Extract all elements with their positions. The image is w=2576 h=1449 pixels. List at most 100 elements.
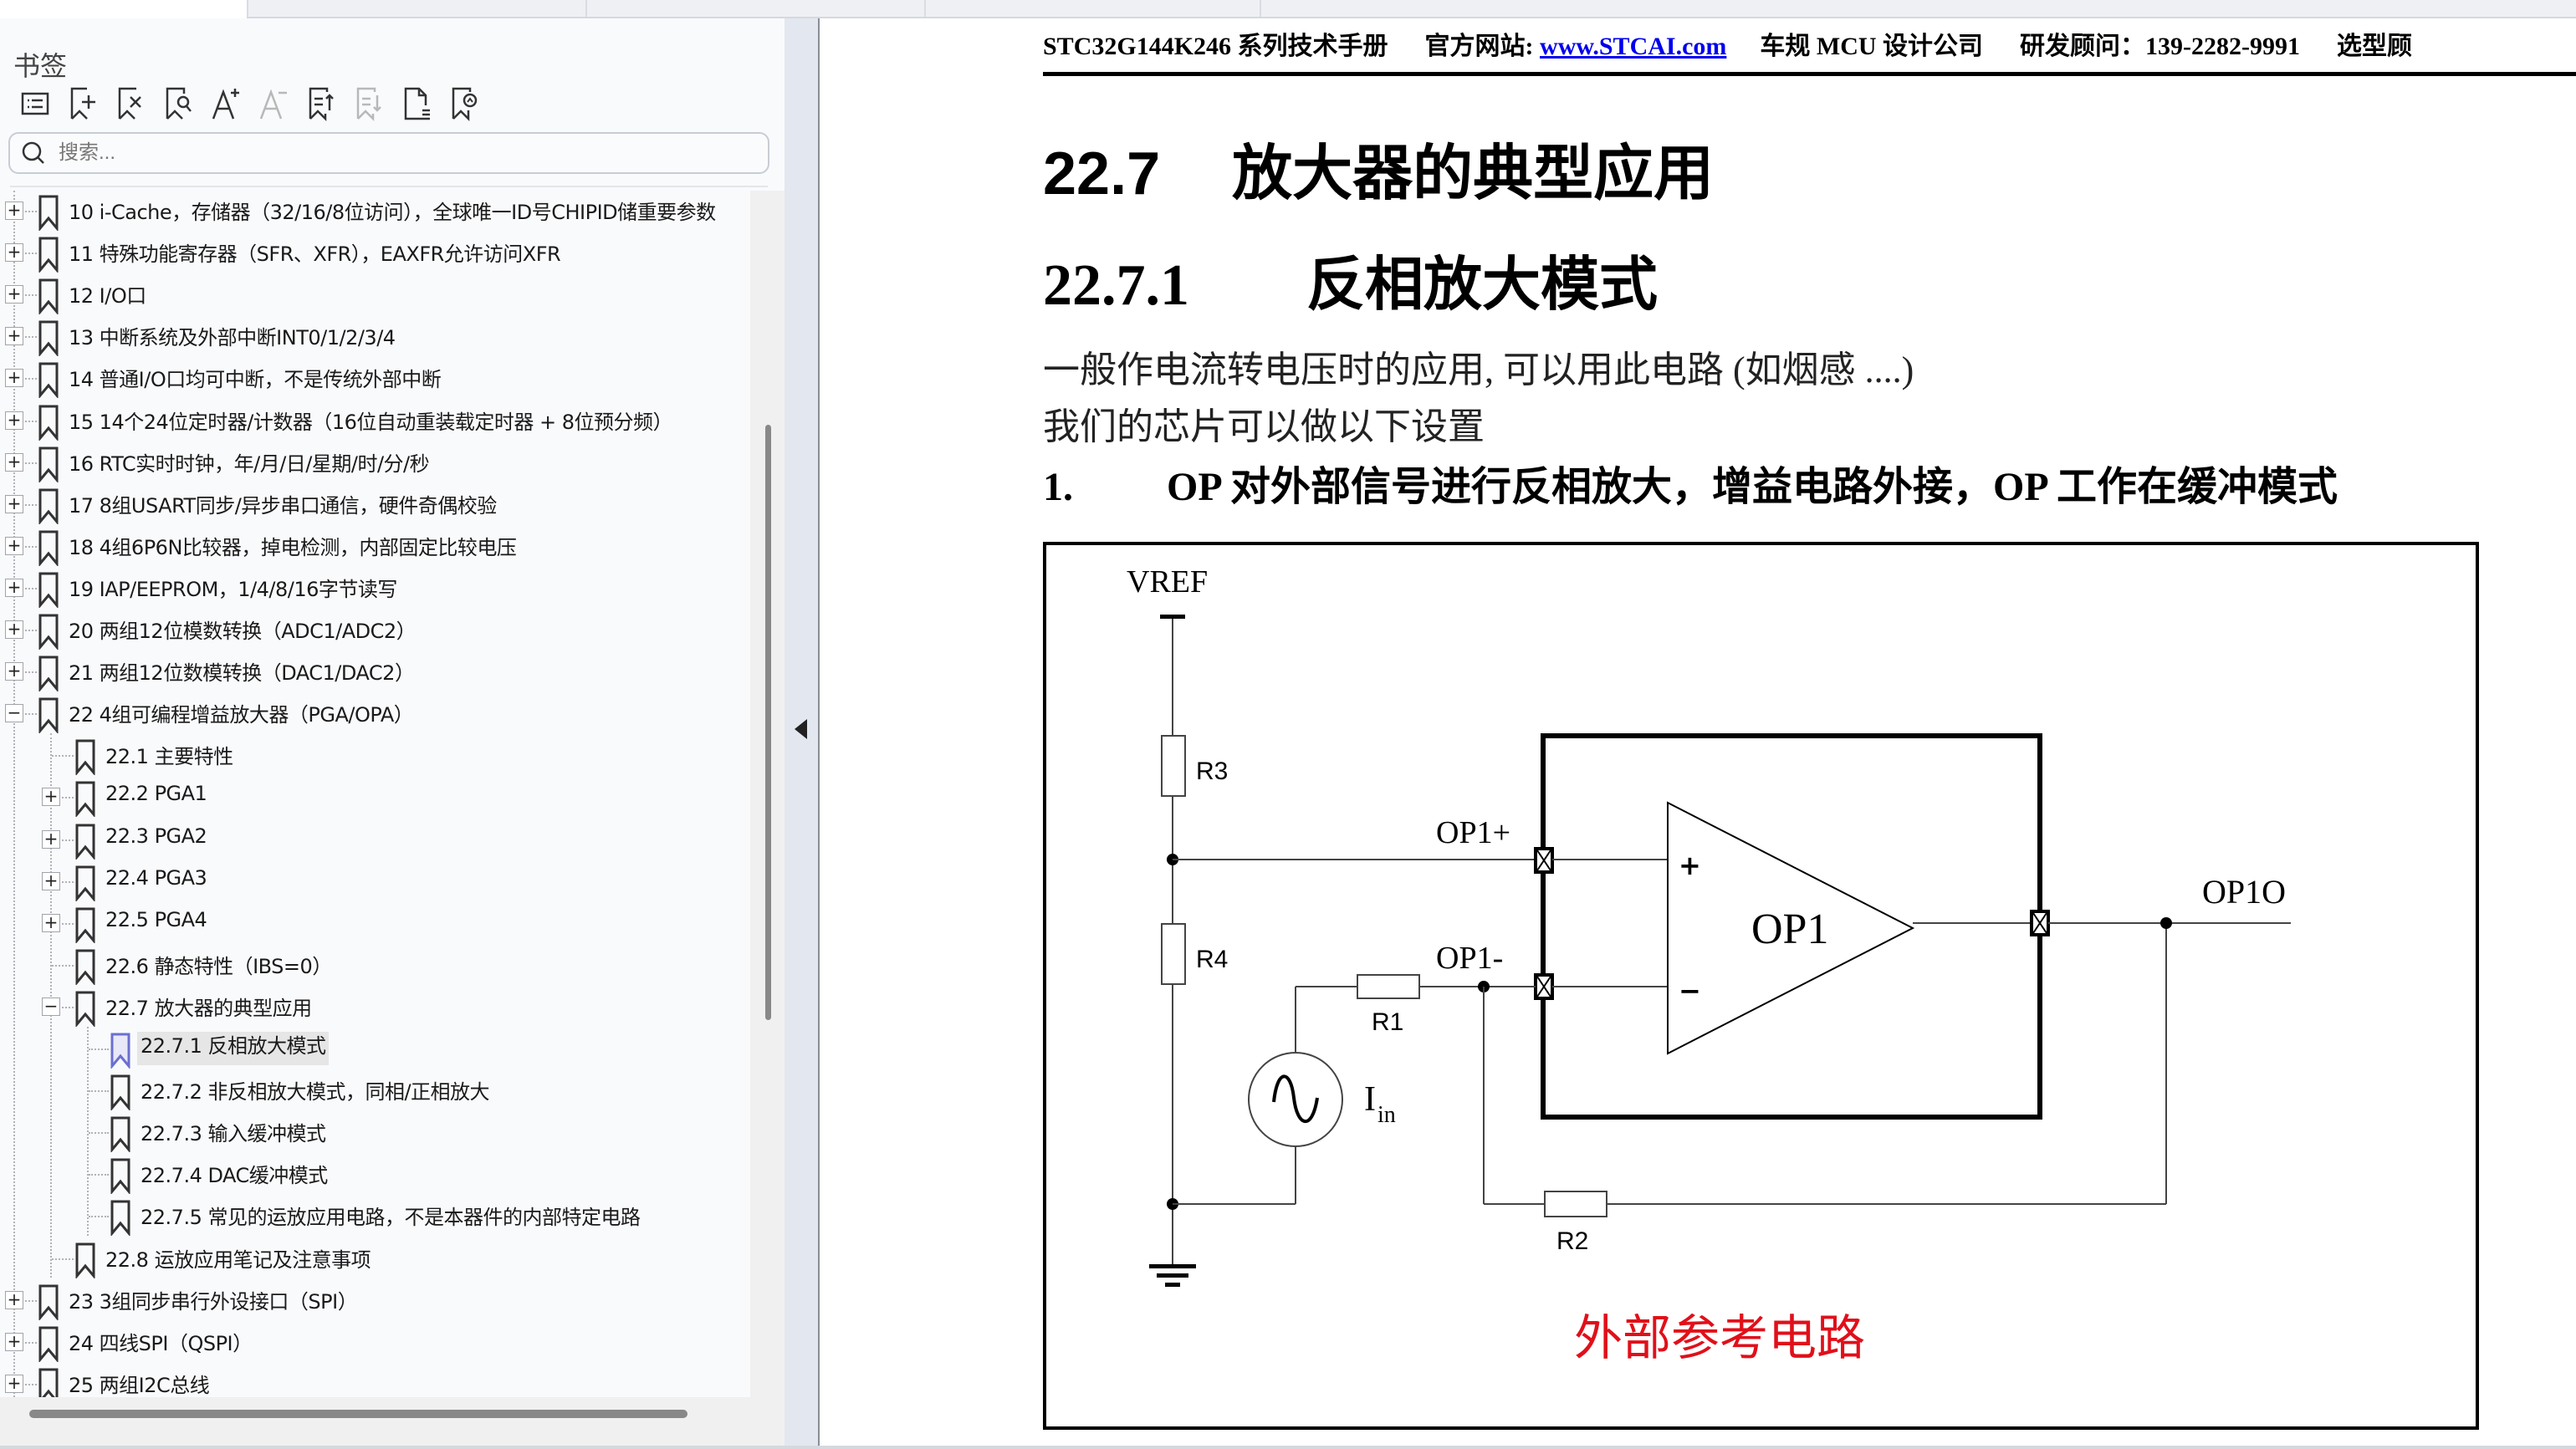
bookmark-tree-item[interactable]: −22 4组可编程增益放大器（PGA/OPA） bbox=[0, 693, 750, 735]
tree-connector-line bbox=[15, 294, 37, 297]
expand-toggle-icon[interactable]: + bbox=[5, 1290, 23, 1309]
bookmark-tree-horizontal-scrollbar[interactable] bbox=[0, 1397, 785, 1449]
window-bottom-border bbox=[0, 1446, 2576, 1449]
expand-toggle-icon[interactable]: + bbox=[42, 788, 60, 807]
expand-toggle-icon[interactable]: + bbox=[5, 662, 23, 681]
expand-toggle-icon[interactable]: + bbox=[42, 913, 60, 932]
tab-4[interactable] bbox=[1260, 0, 1594, 17]
expand-toggle-icon[interactable]: + bbox=[5, 1332, 23, 1351]
move-up-button[interactable] bbox=[298, 84, 345, 124]
list-icon bbox=[21, 92, 49, 115]
expand-toggle-icon[interactable]: + bbox=[5, 536, 23, 555]
bookmark-tree-item[interactable]: +22.5 PGA4 bbox=[0, 903, 750, 945]
find-bookmark-button[interactable] bbox=[155, 84, 202, 124]
bookmark-tree-item[interactable]: −22.7 放大器的典型应用 bbox=[0, 987, 750, 1028]
bookmark-icon bbox=[38, 237, 59, 273]
bookmark-tree-item[interactable]: +25 两组I2C总线 bbox=[0, 1364, 750, 1397]
expand-toggle-icon[interactable]: + bbox=[5, 494, 23, 513]
opamp-triangle-icon bbox=[1667, 801, 1915, 1055]
vref-label: VREF bbox=[1127, 564, 1208, 599]
bookmark-search-input[interactable] bbox=[59, 141, 744, 165]
bookmark-label: 22.7.3 输入缓冲模式 bbox=[141, 1122, 326, 1146]
bookmark-icon bbox=[75, 865, 95, 901]
bookmark-tree-item[interactable]: +10 i-Cache，存储器（32/16/8位访问），全球唯一ID号CHIPI… bbox=[0, 191, 750, 232]
expand-toggle-icon[interactable]: + bbox=[5, 327, 23, 346]
bookmark-label: 12 I/O口 bbox=[69, 284, 146, 309]
bookmark-toolbar bbox=[12, 84, 488, 124]
bookmark-tree-item[interactable]: 22.7.2 非反相放大模式，同相/正相放大 bbox=[0, 1070, 750, 1112]
expand-toggle-icon[interactable]: + bbox=[42, 871, 60, 890]
expand-toggle-icon[interactable]: + bbox=[5, 369, 23, 388]
tree-connector-line bbox=[15, 1383, 37, 1385]
bookmark-tree-item[interactable]: 22.7.5 常见的运放应用电路，不是本器件的内部特定电路 bbox=[0, 1196, 750, 1237]
bookmark-tree-item[interactable]: +23 3组同步串行外设接口（SPI） bbox=[0, 1280, 750, 1322]
bookmark-tree-item[interactable]: 22.6 静态特性（IBS=0） bbox=[0, 945, 750, 987]
expand-toggle-icon[interactable]: + bbox=[5, 578, 23, 597]
bookmark-tree-vertical-scrollbar[interactable] bbox=[750, 191, 785, 1397]
expand-toggle-icon[interactable]: + bbox=[5, 620, 23, 639]
bookmark-tree-item[interactable]: +14 普通I/O口均可中断，不是传统外部中断 bbox=[0, 358, 750, 400]
collapse-panel-button[interactable] bbox=[785, 18, 820, 1449]
svg-text:OP1O: OP1O bbox=[2202, 873, 2286, 911]
font-decrease-button[interactable] bbox=[250, 84, 298, 124]
bookmark-tree-item[interactable]: +16 RTC实时时钟，年/月/日/星期/时/分/秒 bbox=[0, 442, 750, 484]
collapse-toggle-icon[interactable]: − bbox=[5, 704, 23, 723]
bookmark-tree-item[interactable]: +11 特殊功能寄存器（SFR、XFR），EAXFR允许访问XFR bbox=[0, 232, 750, 274]
tab-2[interactable] bbox=[585, 0, 924, 17]
bookmark-tree-item[interactable]: +19 IAP/EEPROM，1/4/8/16字节读写 bbox=[0, 568, 750, 610]
expand-toggle-icon[interactable]: + bbox=[5, 411, 23, 430]
bookmark-add-icon bbox=[70, 87, 95, 120]
move-down-button[interactable] bbox=[345, 84, 393, 124]
bookmark-tree-item[interactable]: +13 中断系统及外部中断INT0/1/2/3/4 bbox=[0, 316, 750, 358]
expand-toggle-icon[interactable]: + bbox=[5, 285, 23, 304]
bookmark-tree-item[interactable]: +21 两组12位数模转换（DAC1/DAC2） bbox=[0, 651, 750, 693]
bookmark-tree-item[interactable]: 22.7.3 输入缓冲模式 bbox=[0, 1112, 750, 1154]
bookmark-tree-item[interactable]: +15 14个24位定时器/计数器（16位自动重装载定时器 + 8位预分频） bbox=[0, 401, 750, 442]
bookmark-icon bbox=[75, 739, 95, 776]
bookmark-label: 22.7.5 常见的运放应用电路，不是本器件的内部特定电路 bbox=[141, 1206, 641, 1230]
bookmark-tree-item[interactable]: 22.1 主要特性 bbox=[0, 735, 750, 777]
font-decrease-icon bbox=[259, 89, 287, 120]
ground-icon bbox=[1149, 1264, 1196, 1268]
expand-toggle-icon[interactable]: + bbox=[5, 202, 23, 220]
bookmark-tree-item[interactable]: +22.2 PGA1 bbox=[0, 777, 750, 819]
header-site-link[interactable]: www.STCAI.com bbox=[1540, 33, 1727, 60]
vertical-scroll-thumb[interactable] bbox=[765, 425, 771, 1020]
expand-toggle-icon[interactable]: + bbox=[5, 243, 23, 263]
expand-toggle-icon[interactable]: + bbox=[42, 829, 60, 849]
bookmark-tree-item[interactable]: +22.4 PGA3 bbox=[0, 861, 750, 903]
svg-text:OP1: OP1 bbox=[1751, 906, 1828, 953]
bookmark-label: 23 3组同步串行外设接口（SPI） bbox=[69, 1289, 358, 1314]
bookmark-search-box[interactable] bbox=[8, 132, 769, 174]
bookmark-tree-item[interactable]: +22.3 PGA2 bbox=[0, 819, 750, 861]
tree-connector-line bbox=[15, 336, 37, 339]
bookmark-tree-item[interactable]: +20 两组12位模数转换（ADC1/ADC2） bbox=[0, 610, 750, 651]
page-properties-button[interactable] bbox=[393, 84, 441, 124]
expand-all-button[interactable] bbox=[12, 84, 59, 124]
horizontal-scroll-thumb[interactable] bbox=[29, 1410, 687, 1418]
expand-toggle-icon[interactable]: + bbox=[5, 1374, 23, 1393]
font-increase-button[interactable] bbox=[202, 84, 250, 124]
bookmark-tree-item[interactable]: +18 4组6P6N比较器，掉电检测，内部固定比较电压 bbox=[0, 526, 750, 568]
goto-bookmark-button[interactable] bbox=[441, 84, 488, 124]
tab-3[interactable] bbox=[924, 0, 1260, 17]
bookmark-tree-item[interactable]: +17 8组USART同步/异步串口通信，硬件奇偶校验 bbox=[0, 484, 750, 526]
bookmark-label: 22.5 PGA4 bbox=[105, 907, 207, 931]
bookmark-tree-item[interactable]: 22.8 运放应用笔记及注意事项 bbox=[0, 1238, 750, 1280]
bookmark-icon bbox=[38, 530, 59, 566]
bookmark-icon bbox=[110, 1158, 130, 1195]
bookmark-tree-item[interactable]: +12 I/O口 bbox=[0, 274, 750, 316]
collapse-toggle-icon[interactable]: − bbox=[42, 997, 60, 1016]
bookmark-icon bbox=[75, 824, 95, 860]
bookmark-delete-icon bbox=[118, 87, 141, 120]
bookmark-icon bbox=[38, 405, 59, 441]
add-bookmark-button[interactable] bbox=[59, 84, 107, 124]
expand-toggle-icon[interactable]: + bbox=[5, 452, 23, 472]
tree-connector-line bbox=[52, 755, 74, 758]
bookmark-tree-item[interactable]: 22.7.4 DAC缓冲模式 bbox=[0, 1154, 750, 1196]
bookmark-tree-item[interactable]: 22.7.1 反相放大模式 bbox=[0, 1028, 750, 1070]
delete-bookmark-button[interactable] bbox=[107, 84, 155, 124]
tab-1[interactable] bbox=[247, 0, 585, 17]
bookmark-tree-item[interactable]: +24 四线SPI（QSPI） bbox=[0, 1322, 750, 1364]
